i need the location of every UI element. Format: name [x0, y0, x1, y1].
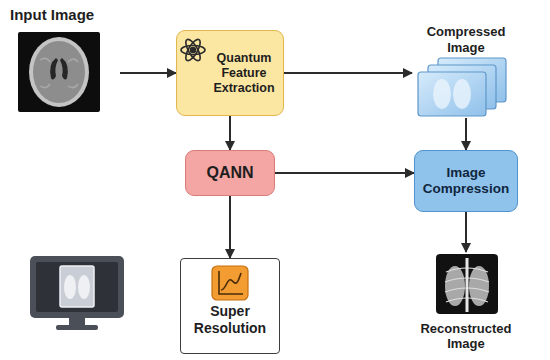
atom-orbit: [181, 46, 205, 55]
atom-orbit: [183, 37, 203, 62]
lung-shape: [469, 266, 489, 306]
process-box: QANN: [185, 150, 275, 196]
image-node: Reconstructed Image: [414, 252, 518, 354]
brain-ct-image: [18, 32, 100, 112]
flow-arrow: [465, 212, 467, 252]
monitor-icon: [30, 256, 124, 330]
flow-arrow: [275, 172, 414, 174]
lung-shape: [453, 79, 471, 109]
icon-tile: [212, 266, 248, 300]
node-label: Quantum Feature Extraction: [209, 51, 279, 96]
xray-image: [436, 254, 498, 314]
chart-curve: [221, 273, 241, 290]
node-label: Super Resolution: [185, 303, 275, 337]
monitor-base: [56, 325, 98, 330]
xray-background: [436, 254, 498, 314]
flow-arrow: [229, 116, 231, 150]
image-node: Compressed Image: [412, 24, 520, 118]
ventricle: [50, 58, 58, 80]
node-label: Image Compression: [419, 165, 513, 197]
lung-shape: [445, 266, 465, 306]
process-box: Image Compression: [414, 150, 518, 212]
node-label: QANN: [190, 163, 270, 182]
lung-shape: [78, 275, 90, 299]
screen-image: [60, 266, 94, 307]
lung-shape: [433, 79, 451, 109]
atom-orbit: [183, 37, 203, 62]
image-panel: [418, 72, 486, 116]
brain-folds: [40, 58, 78, 87]
atom-icon: [181, 37, 205, 62]
skull: [29, 37, 89, 107]
atom-nucleus: [191, 48, 196, 53]
ct-background: [18, 32, 100, 112]
spine: [466, 258, 469, 312]
ventricle: [60, 58, 68, 80]
compressed-image-stack: [418, 58, 506, 116]
flow-arrow: [229, 196, 231, 258]
monitor-frame: [30, 256, 124, 318]
monitor-stand: [69, 318, 85, 326]
flow-arrow: [120, 72, 176, 74]
image-node: Input Image: [8, 6, 120, 116]
flow-arrow: [284, 72, 412, 74]
lung-shape: [64, 275, 76, 299]
flow-arrow: [465, 118, 467, 150]
chart-icon: [212, 266, 248, 300]
brain-tissue: [33, 41, 85, 103]
node-label: Input Image: [10, 6, 118, 24]
monitor-screen: [36, 262, 118, 312]
chart-axes: [219, 271, 243, 294]
node-label: Compressed Image: [414, 24, 518, 55]
node-label: Reconstructed Image: [416, 321, 516, 352]
